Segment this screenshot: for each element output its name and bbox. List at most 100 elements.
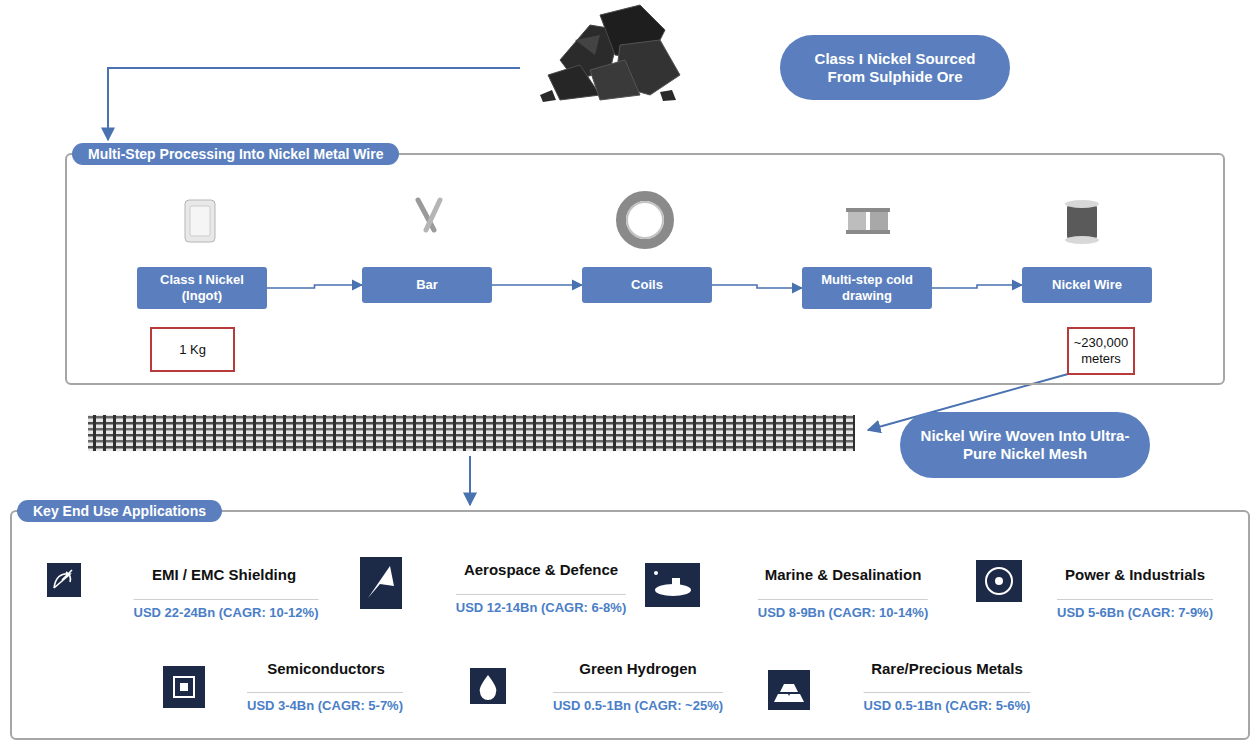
application-title: Green Hydrogen bbox=[579, 660, 697, 677]
marine-icon bbox=[645, 563, 700, 607]
section-frame: Multi-Step Processing Into Nickel Metal … bbox=[65, 153, 1225, 385]
market-size-label: USD 3-4Bn (CAGR: 5-7%) bbox=[247, 692, 403, 713]
bar-icon bbox=[418, 200, 440, 230]
node-text: Nickel Wire Woven Into Ultra-Pure Nickel… bbox=[916, 427, 1134, 463]
market-size-label: USD 0.5-1Bn (CAGR: ~25%) bbox=[553, 692, 723, 713]
application-title: Power & Industrials bbox=[1065, 566, 1205, 583]
icon-tile bbox=[47, 563, 81, 597]
icon-tile bbox=[645, 563, 700, 607]
ore-rocks bbox=[540, 5, 680, 102]
coil-ring-inner bbox=[627, 202, 663, 238]
drop-symbol bbox=[480, 675, 497, 700]
spool-cap bbox=[846, 230, 868, 234]
icon-tile bbox=[163, 666, 205, 708]
hydrogen-icon bbox=[470, 668, 506, 704]
info-pill: Class I Nickel Sourced From Sulphide Ore bbox=[780, 35, 1010, 100]
node-text: Nickel Wire bbox=[1052, 277, 1122, 293]
node-text-group: Multi-step cold drawing bbox=[808, 272, 926, 303]
spool-cap bbox=[868, 208, 890, 212]
submarine-tower bbox=[672, 578, 680, 585]
ingot-icon bbox=[185, 200, 215, 242]
section-heading: Multi-Step Processing Into Nickel Metal … bbox=[72, 143, 399, 165]
node-text-group: Class I Nickel Sourced From Sulphide Ore bbox=[796, 50, 994, 86]
node-text-group: ~230,000 meters bbox=[1074, 335, 1129, 366]
coil-icon bbox=[621, 196, 669, 244]
bubble bbox=[654, 571, 658, 575]
power-symbol bbox=[986, 568, 1012, 594]
gold-bar-symbol bbox=[786, 694, 804, 702]
mesh-to-applications-line bbox=[469, 456, 471, 505]
ore-rock bbox=[575, 35, 600, 55]
aerospace-icon bbox=[360, 557, 402, 609]
aircraft-symbol bbox=[368, 566, 394, 598]
quantity-box: ~230,000 meters bbox=[1067, 327, 1135, 375]
flow-arrow bbox=[712, 285, 802, 288]
process-box: Nickel Wire bbox=[1022, 267, 1152, 303]
process-box: Bar bbox=[362, 267, 492, 303]
spool bbox=[870, 211, 888, 231]
application-title: Semiconductors bbox=[267, 660, 385, 677]
emi-icon bbox=[47, 563, 81, 597]
wire-spool-cap bbox=[1065, 236, 1099, 244]
flow-arrow bbox=[267, 285, 362, 288]
dish-symbol bbox=[54, 570, 72, 588]
node-text-group: Class I Nickel (Ingot) bbox=[143, 272, 261, 303]
node-text: Class I Nickel (Ingot) bbox=[143, 272, 261, 303]
market-size-label: USD 0.5-1Bn (CAGR: 5-6%) bbox=[864, 692, 1031, 713]
precious-metals-icon bbox=[768, 670, 810, 710]
power-symbol-core bbox=[995, 577, 1003, 585]
icon-tile bbox=[470, 668, 506, 704]
ore-rock bbox=[540, 90, 556, 102]
application-title: EMI / EMC Shielding bbox=[152, 566, 296, 583]
node-text-group: Bar bbox=[416, 277, 438, 293]
node-text-group: Coils bbox=[631, 277, 663, 293]
application-title: Marine & Desalination bbox=[765, 566, 922, 583]
coil-ring bbox=[621, 196, 669, 244]
semiconductor-icon bbox=[163, 666, 205, 708]
ingot-body bbox=[185, 200, 215, 242]
node-text: Class I Nickel Sourced From Sulphide Ore bbox=[796, 50, 994, 86]
section-heading: Key End Use Applications bbox=[17, 500, 222, 522]
market-size-label: USD 5-6Bn (CAGR: 7-9%) bbox=[1057, 599, 1213, 620]
icon-tile bbox=[768, 670, 810, 710]
ingot-face bbox=[190, 206, 210, 236]
node-text: 1 Kg bbox=[179, 342, 206, 358]
gold-bar-symbol bbox=[780, 684, 798, 692]
wire-spool-icon bbox=[1065, 200, 1099, 244]
node-text-group: 1 Kg bbox=[179, 342, 206, 358]
spool-cap bbox=[868, 230, 890, 234]
quantity-box: 1 Kg bbox=[150, 327, 235, 372]
power-icon bbox=[976, 560, 1022, 602]
node-text-group: Nickel Wire bbox=[1052, 277, 1122, 293]
node-text: Coils bbox=[631, 277, 663, 293]
node-text: Bar bbox=[416, 277, 438, 293]
market-size-label: USD 12-14Bn (CAGR: 6-8%) bbox=[456, 594, 626, 615]
ore-rock bbox=[660, 90, 676, 101]
market-size-label: USD 22-24Bn (CAGR: 10-12%) bbox=[134, 599, 319, 620]
spool-cap bbox=[846, 208, 868, 212]
info-pill: Nickel Wire Woven Into Ultra-Pure Nickel… bbox=[900, 412, 1150, 478]
node-text: ~230,000 meters bbox=[1074, 335, 1129, 366]
icon-tile bbox=[360, 557, 402, 609]
submarine-symbol bbox=[655, 584, 691, 596]
node-text: Multi-step cold drawing bbox=[808, 272, 926, 303]
wire-spool-cap bbox=[1065, 200, 1099, 208]
process-box: Coils bbox=[582, 267, 712, 303]
spools-icon bbox=[846, 208, 890, 234]
feed-line bbox=[108, 68, 520, 140]
spool bbox=[848, 211, 866, 231]
nickel-mesh bbox=[88, 415, 855, 451]
bar-rod bbox=[426, 200, 440, 230]
chip-core bbox=[180, 683, 188, 691]
process-box: Class I Nickel (Ingot) bbox=[137, 267, 267, 309]
application-title: Rare/Precious Metals bbox=[871, 660, 1023, 677]
market-size-label: USD 8-9Bn (CAGR: 10-14%) bbox=[758, 599, 928, 620]
flow-arrow bbox=[932, 285, 1022, 288]
flow-arrow bbox=[492, 284, 582, 286]
process-box: Multi-step cold drawing bbox=[802, 267, 932, 309]
wire-spool-body bbox=[1067, 205, 1097, 239]
application-title: Aerospace & Defence bbox=[464, 561, 618, 578]
